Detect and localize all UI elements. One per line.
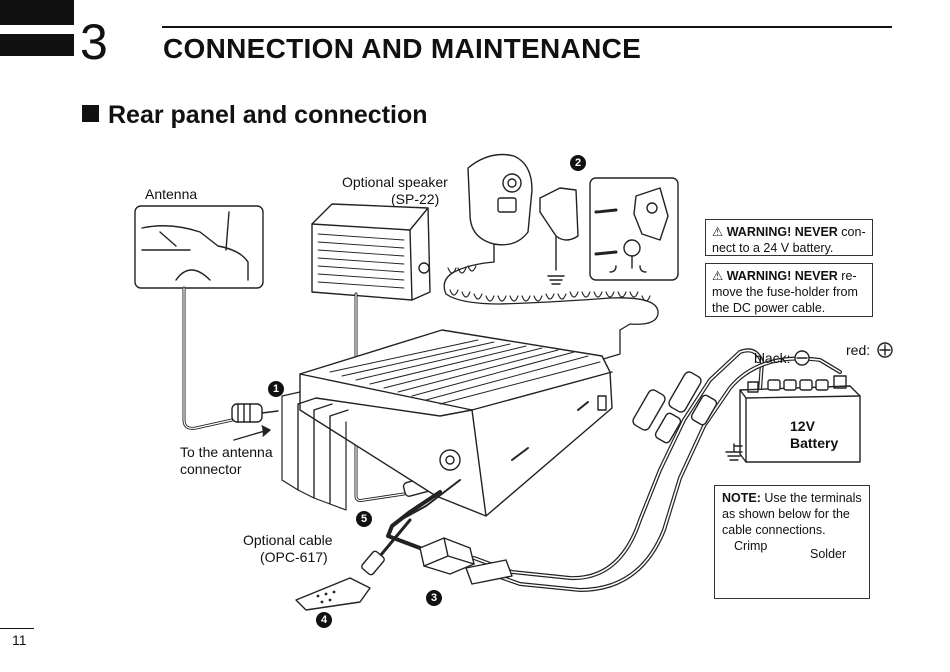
- note-text: Use the terminals as shown below for the…: [722, 491, 862, 537]
- warning-text: re-move the fuse-holder from the DC powe…: [712, 269, 858, 315]
- solder-label: Solder: [810, 547, 847, 561]
- transceiver-body: [299, 329, 613, 517]
- callout-2: 2: [570, 155, 586, 171]
- warning-text: con-nect to a 24 V battery.: [712, 225, 866, 255]
- screw-inset-box: [589, 177, 679, 281]
- db9-connector: [295, 577, 371, 611]
- warning-box-24v: ⚠ WARNING! NEVER con-nect to a 24 V batt…: [705, 219, 873, 256]
- optional-speaker-label: Optional speaker: [342, 174, 448, 190]
- antenna-label: Antenna: [145, 186, 198, 202]
- optional-cable-label: Optional cable: [243, 532, 333, 548]
- antenna-inset-box: [134, 205, 264, 289]
- warning-head: WARNING! NEVER: [726, 225, 838, 239]
- battery-label: Battery: [790, 435, 839, 451]
- callout-3: 3: [426, 590, 442, 606]
- callout-5: 5: [356, 511, 372, 527]
- page-number-rule: [0, 628, 34, 629]
- section-heading: Rear panel and connection: [82, 101, 428, 130]
- to-antenna-label: To the antenna: [180, 444, 273, 460]
- callout-4: 4: [316, 612, 332, 628]
- chapter-tab-lower: [0, 34, 74, 56]
- chapter-tab-upper: [0, 0, 74, 25]
- warning-head: WARNING! NEVER: [726, 269, 838, 283]
- optional-speaker-model: (SP-22): [391, 191, 440, 207]
- square-bullet-icon: [82, 105, 99, 122]
- antenna-whip: [225, 211, 230, 251]
- battery-voltage-label: 12V: [790, 418, 815, 434]
- note-box: NOTE: Use the terminals as shown below f…: [714, 485, 870, 599]
- red-label: red:: [846, 342, 871, 358]
- to-antenna-label-2: connector: [180, 461, 242, 477]
- warning-icon: ⚠: [712, 269, 724, 283]
- chapter-number: 3: [80, 14, 108, 70]
- page-number: 11: [12, 632, 27, 648]
- note-head: NOTE:: [722, 491, 761, 505]
- battery-body: [739, 385, 861, 463]
- chapter-title: CONNECTION AND MAINTENANCE: [163, 33, 642, 64]
- chapter-rule: [162, 26, 892, 28]
- crimp-label: Crimp: [734, 539, 768, 553]
- warning-box-fuse: ⚠ WARNING! NEVER re-move the fuse-holder…: [705, 263, 873, 317]
- mic-hanger: [539, 187, 579, 241]
- microphone-body: [467, 153, 533, 246]
- section-title: Rear panel and connection: [108, 101, 428, 129]
- car-outline: [141, 225, 249, 281]
- warning-icon: ⚠: [712, 225, 724, 239]
- callout-1: 1: [268, 381, 284, 397]
- black-label: black:: [754, 350, 791, 366]
- optional-cable-model: (OPC-617): [260, 549, 328, 565]
